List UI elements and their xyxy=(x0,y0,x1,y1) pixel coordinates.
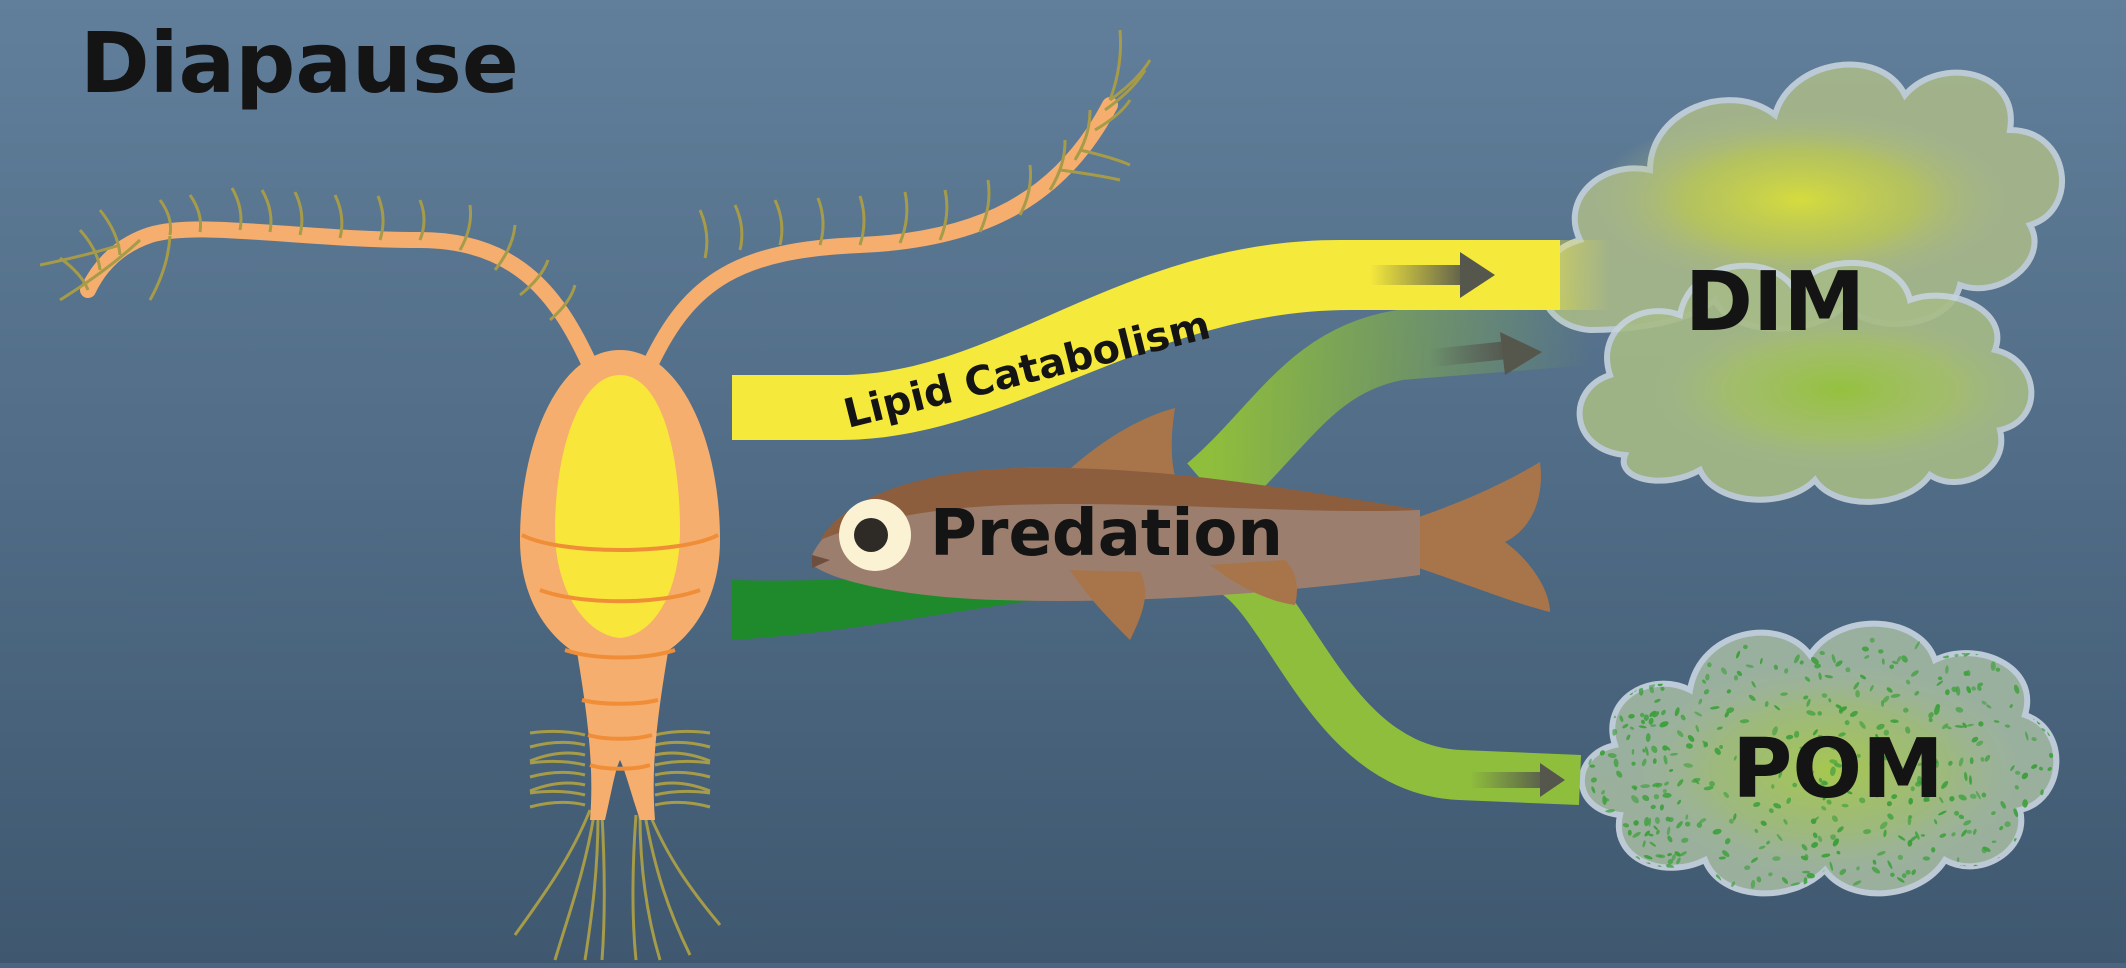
pom-particle xyxy=(1628,830,1632,836)
pom-particle xyxy=(1802,871,1810,874)
pom-label: POM xyxy=(1732,722,1943,817)
pom-particle xyxy=(1957,857,1960,862)
diagram-title: Diapause xyxy=(80,14,519,112)
predation-label: Predation xyxy=(930,497,1283,571)
dim-label: DIM xyxy=(1685,255,1865,350)
pom-particle xyxy=(1931,847,1935,852)
pom-particle xyxy=(1845,667,1850,672)
